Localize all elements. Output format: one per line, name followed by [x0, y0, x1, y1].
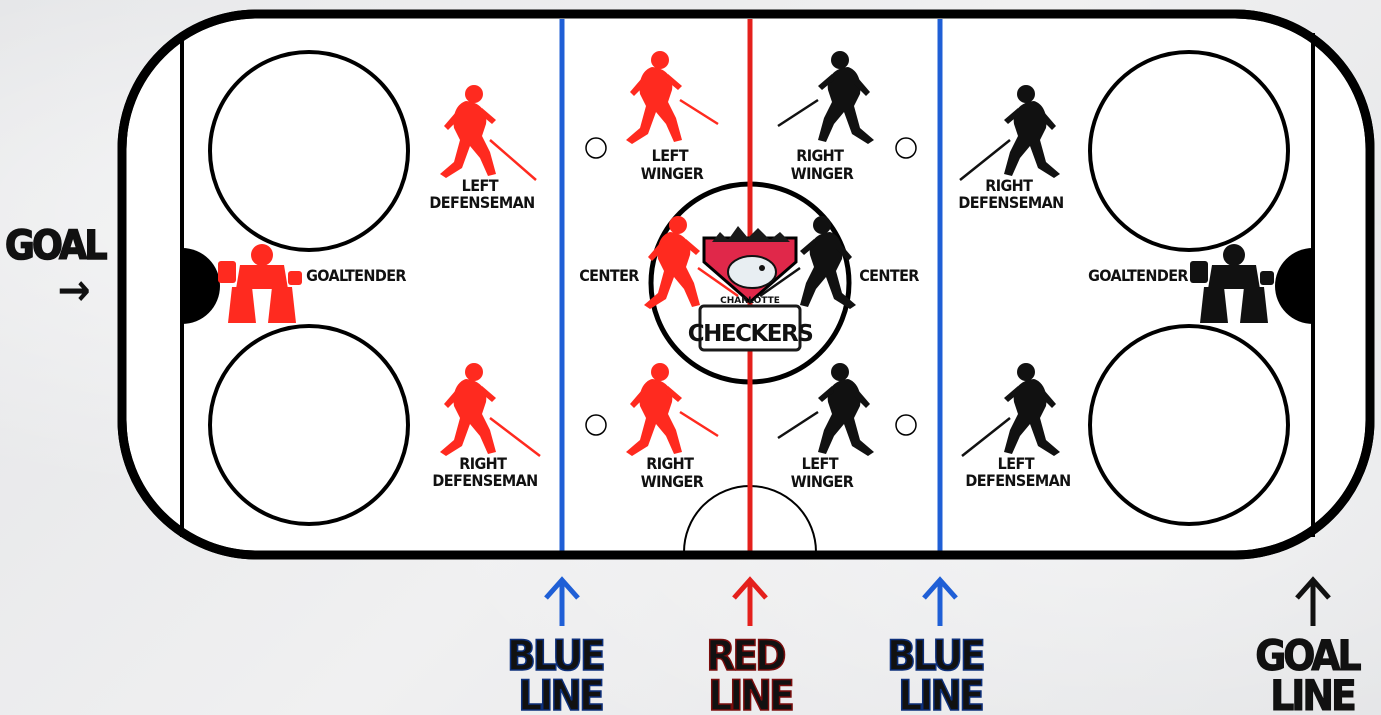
home-right-winger-label: RIGHT WINGER [641, 454, 704, 491]
away-right-winger-label: RIGHT WINGER [791, 146, 854, 183]
home-goaltender-label: GOALTENDER [306, 266, 406, 285]
bottom-labels: BLUE LINE RED LINE BLUE LINE GOAL LINE [507, 631, 1369, 715]
arrow-red-line [734, 580, 766, 626]
arrow-blue-line-left [546, 580, 578, 626]
goal-arrow: → [57, 265, 90, 316]
logo-city-text: CHARLOTTE [720, 296, 780, 306]
away-goaltender-label: GOALTENDER [1088, 266, 1188, 285]
arrow-goal-line [1297, 580, 1329, 626]
faceoff-dot [586, 138, 606, 158]
blue-line-right-label: BLUE LINE [887, 631, 993, 715]
home-center-label: CENTER [579, 266, 639, 285]
away-center-label: CENTER [859, 266, 919, 285]
goal-label: GOAL [5, 223, 106, 269]
blue-line-left-label: BLUE LINE [507, 631, 613, 715]
red-line-label: RED LINE [706, 631, 793, 715]
faceoff-dot [896, 415, 916, 435]
goal-line-label: GOAL LINE [1255, 631, 1368, 715]
logo-team-text: CHECKERS [688, 321, 813, 347]
faceoff-dot [586, 415, 606, 435]
arrow-blue-line-right [924, 580, 956, 626]
faceoff-dot [896, 138, 916, 158]
